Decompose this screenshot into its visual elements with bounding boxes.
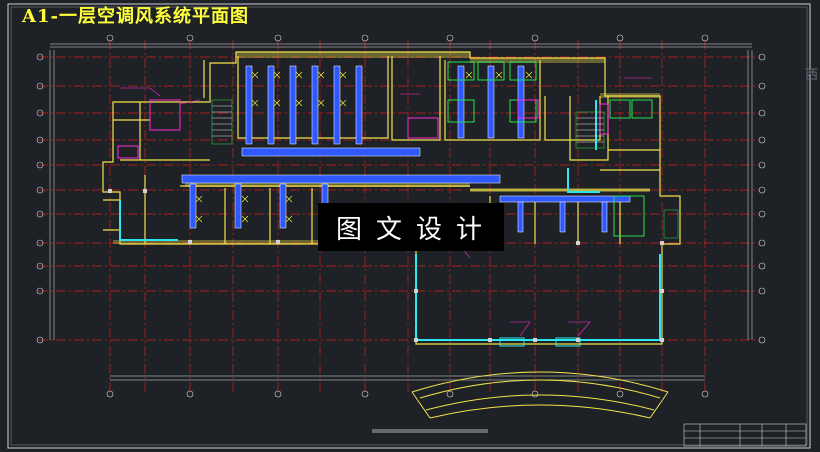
- dimension-lines: [49, 43, 753, 381]
- cyan-partitions: [119, 100, 661, 341]
- entrance-canopy: [411, 371, 669, 419]
- watermark-banner: 图文设计: [318, 203, 504, 251]
- plan-caption-line: [372, 429, 488, 433]
- supply-ducts: [181, 65, 631, 233]
- drawing-frame: [7, 3, 811, 449]
- side-label: 西: [805, 68, 819, 83]
- axis-bubbles: [36, 34, 766, 398]
- stairwells: [211, 99, 679, 239]
- air-diffusers: [195, 71, 533, 223]
- title-block: [683, 423, 807, 447]
- equipment-units: [117, 61, 653, 347]
- drawing-title: A1-一层空调风系统平面图: [22, 6, 249, 27]
